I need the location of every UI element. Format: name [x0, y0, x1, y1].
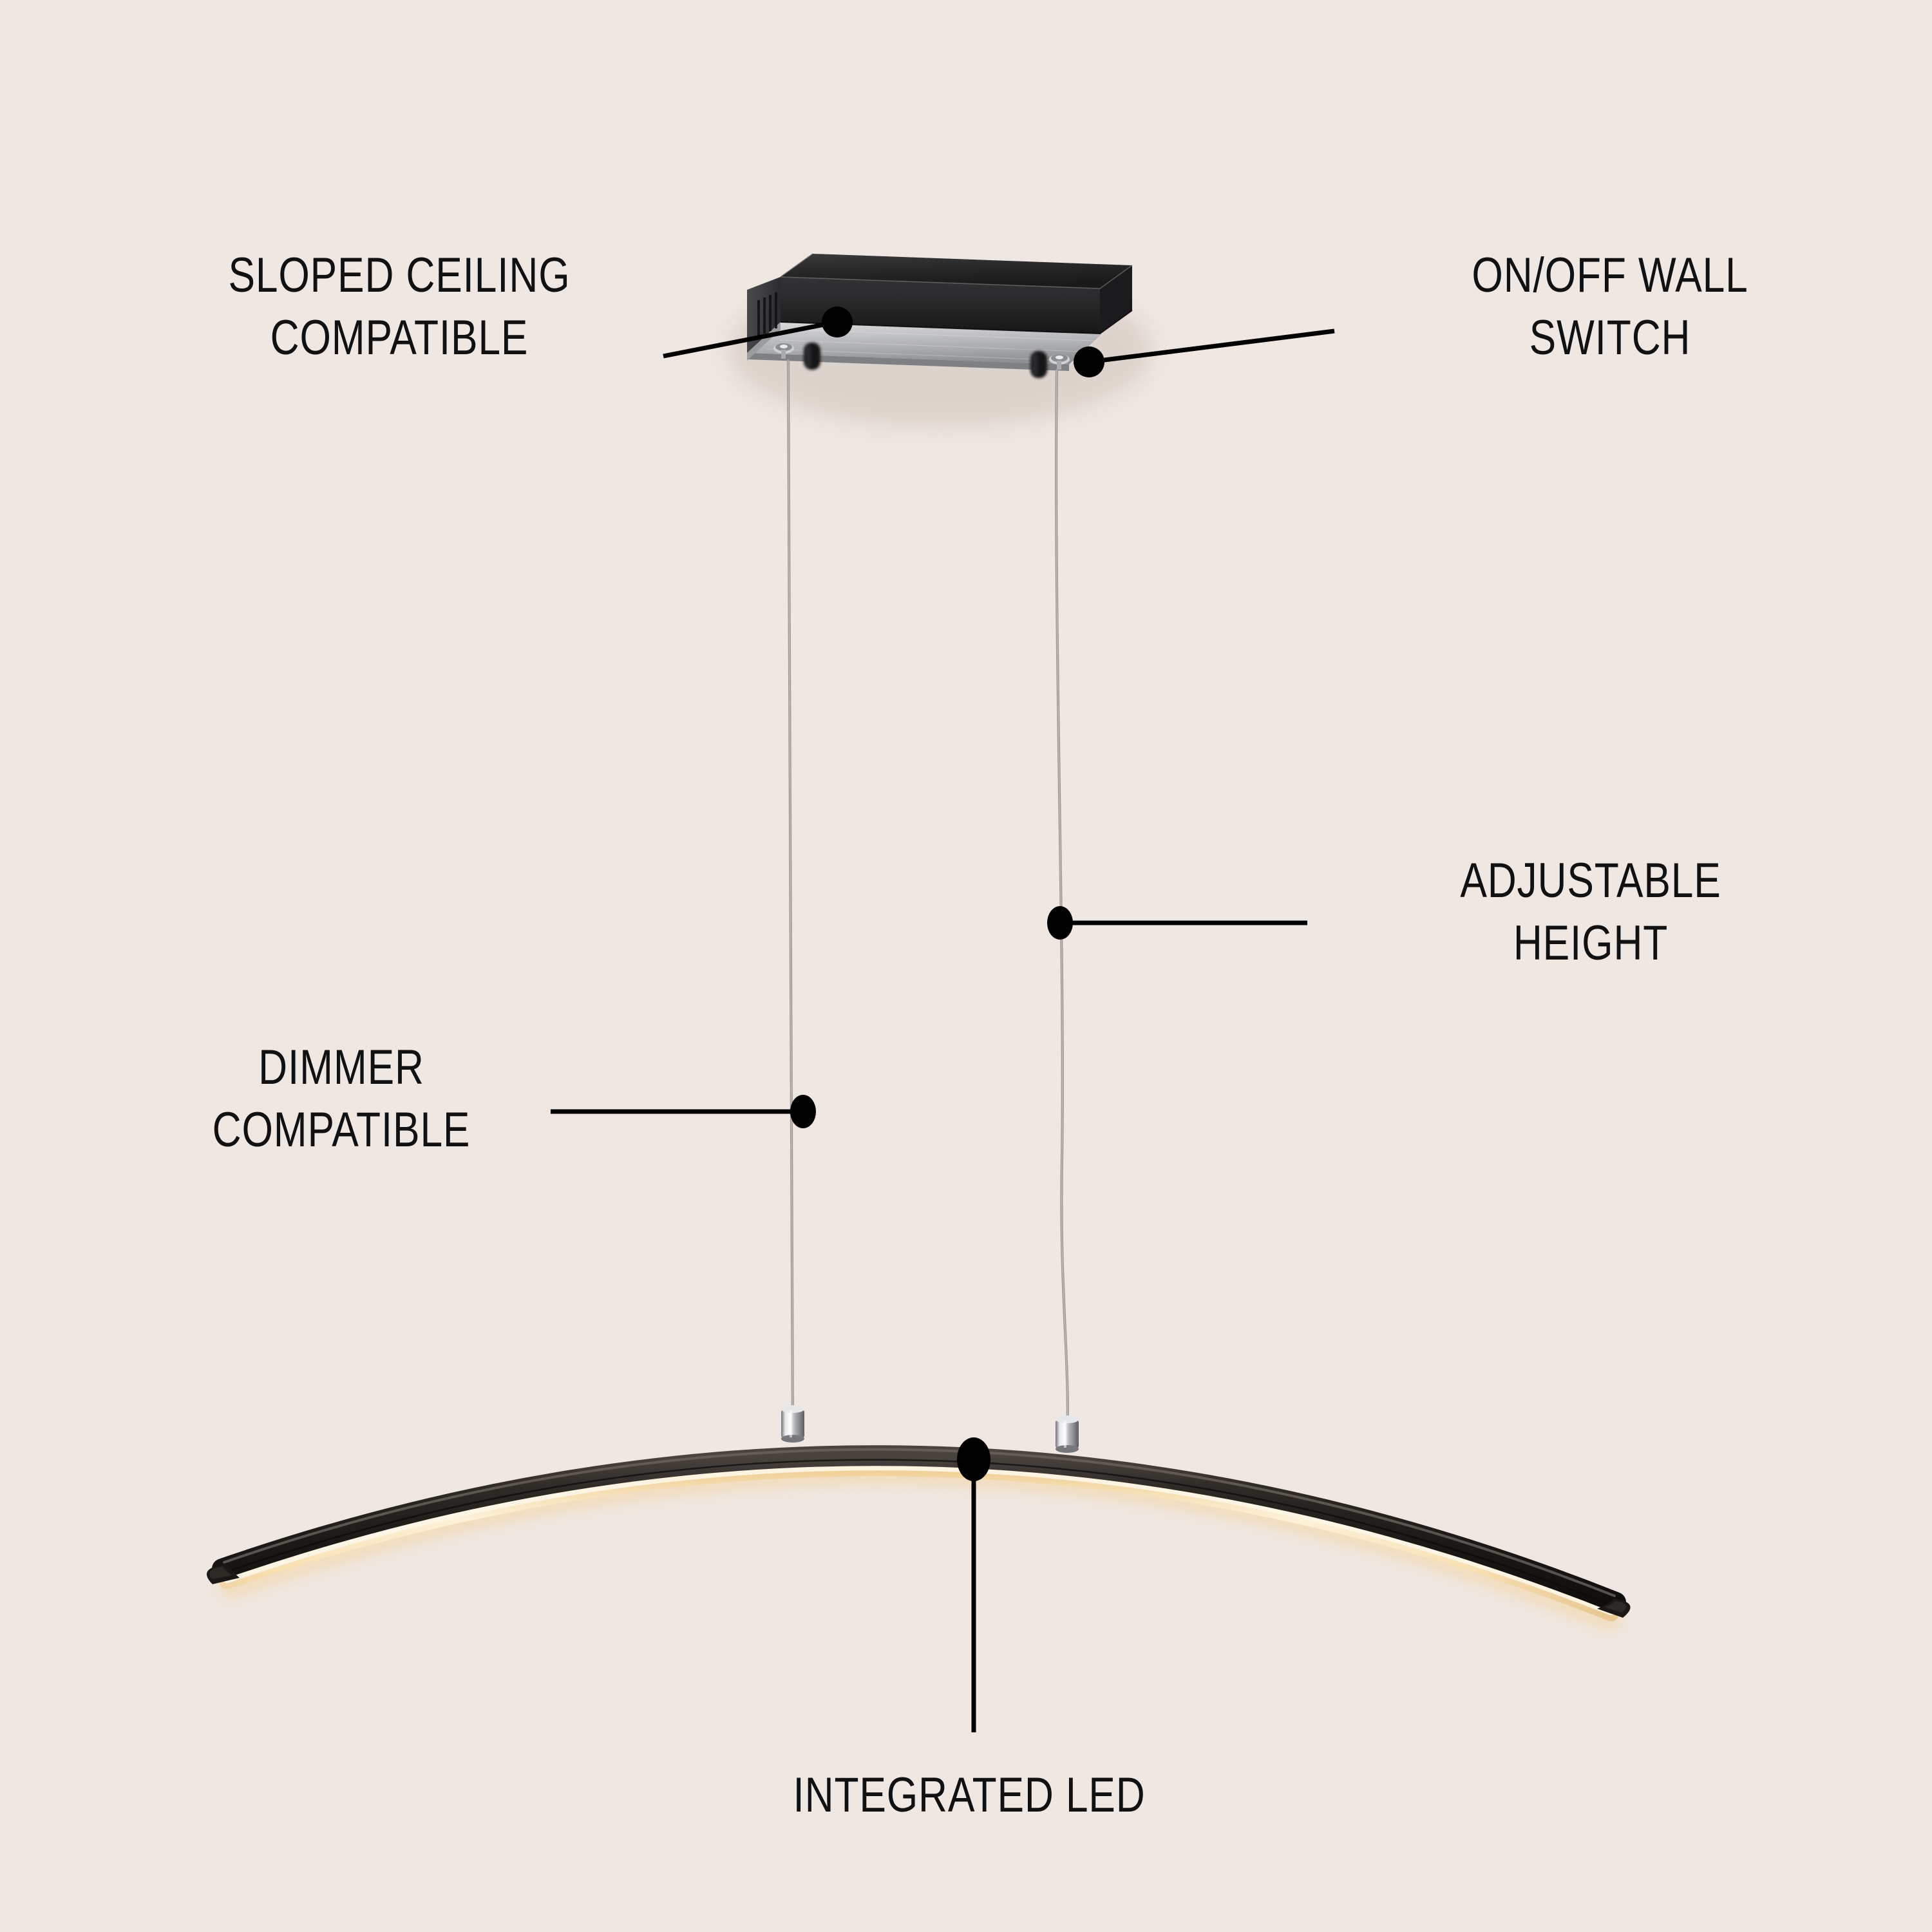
left-chrome-connector [781, 1405, 804, 1443]
arc-rail-groove [223, 1459, 1616, 1607]
cable-grip-left [804, 343, 820, 370]
arc-right-end-cap [1597, 1598, 1631, 1618]
callout-label-adjustable-height: ADJUSTABLE HEIGHT [1460, 853, 1721, 971]
canopy-black-body [747, 253, 1133, 353]
callout-label-dimmer-compatible: DIMMER COMPATIBLE [212, 1040, 471, 1157]
right-suspension-cable-highlight [1056, 370, 1068, 1442]
arc-left-end-cap [207, 1564, 240, 1584]
right-suspension-cable [1055, 368, 1070, 1443]
callout-label-sloped-ceiling-compatible: SLOPED CEILING COMPATIBLE [228, 248, 571, 365]
ceiling-canopy [746, 253, 1133, 378]
left-suspension-cable-highlight [788, 360, 793, 1432]
canopy-screw-right [1049, 354, 1070, 370]
suspension-cables [786, 359, 1070, 1443]
callout-label-integrated-led: INTEGRATED LED [793, 1768, 1146, 1823]
arc-rail-highlight [223, 1448, 1616, 1597]
arc-dark-rail [212, 1445, 1626, 1613]
callout-label-on-off-wall-switch: ON/OFF WALL SWITCH [1472, 248, 1748, 365]
cable-grip-right [1030, 351, 1047, 378]
curved-led-arm [207, 1405, 1631, 1631]
right-chrome-connector [1056, 1416, 1079, 1453]
led-diffuser-core [223, 1464, 1615, 1616]
